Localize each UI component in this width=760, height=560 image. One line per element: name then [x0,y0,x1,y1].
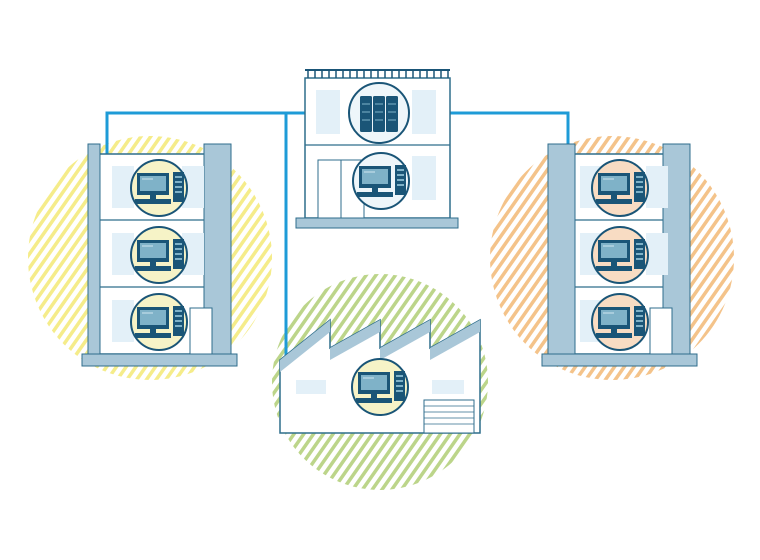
workstation-node [130,293,188,351]
server-rack-icon [360,96,398,132]
workstation-node [352,152,410,210]
roof-railing [307,70,449,78]
workstation-icon [595,171,646,205]
door [189,307,213,355]
workstation-node [591,293,649,351]
workstation-node [130,159,188,217]
workstation-node [591,226,649,284]
workstation-icon [134,238,185,272]
workstation-node [351,358,409,416]
workstation-icon [595,305,646,339]
server-node [348,82,410,144]
workstation-icon [134,305,185,339]
workstation-icon [595,238,646,272]
workstation-icon [355,370,406,404]
workstation-icon [356,164,407,198]
workstation-icon [134,171,185,205]
door [649,307,673,355]
workstation-node [591,159,649,217]
workstation-node [130,226,188,284]
loading-dock-shutter [423,399,475,434]
left-office-building [81,143,238,367]
